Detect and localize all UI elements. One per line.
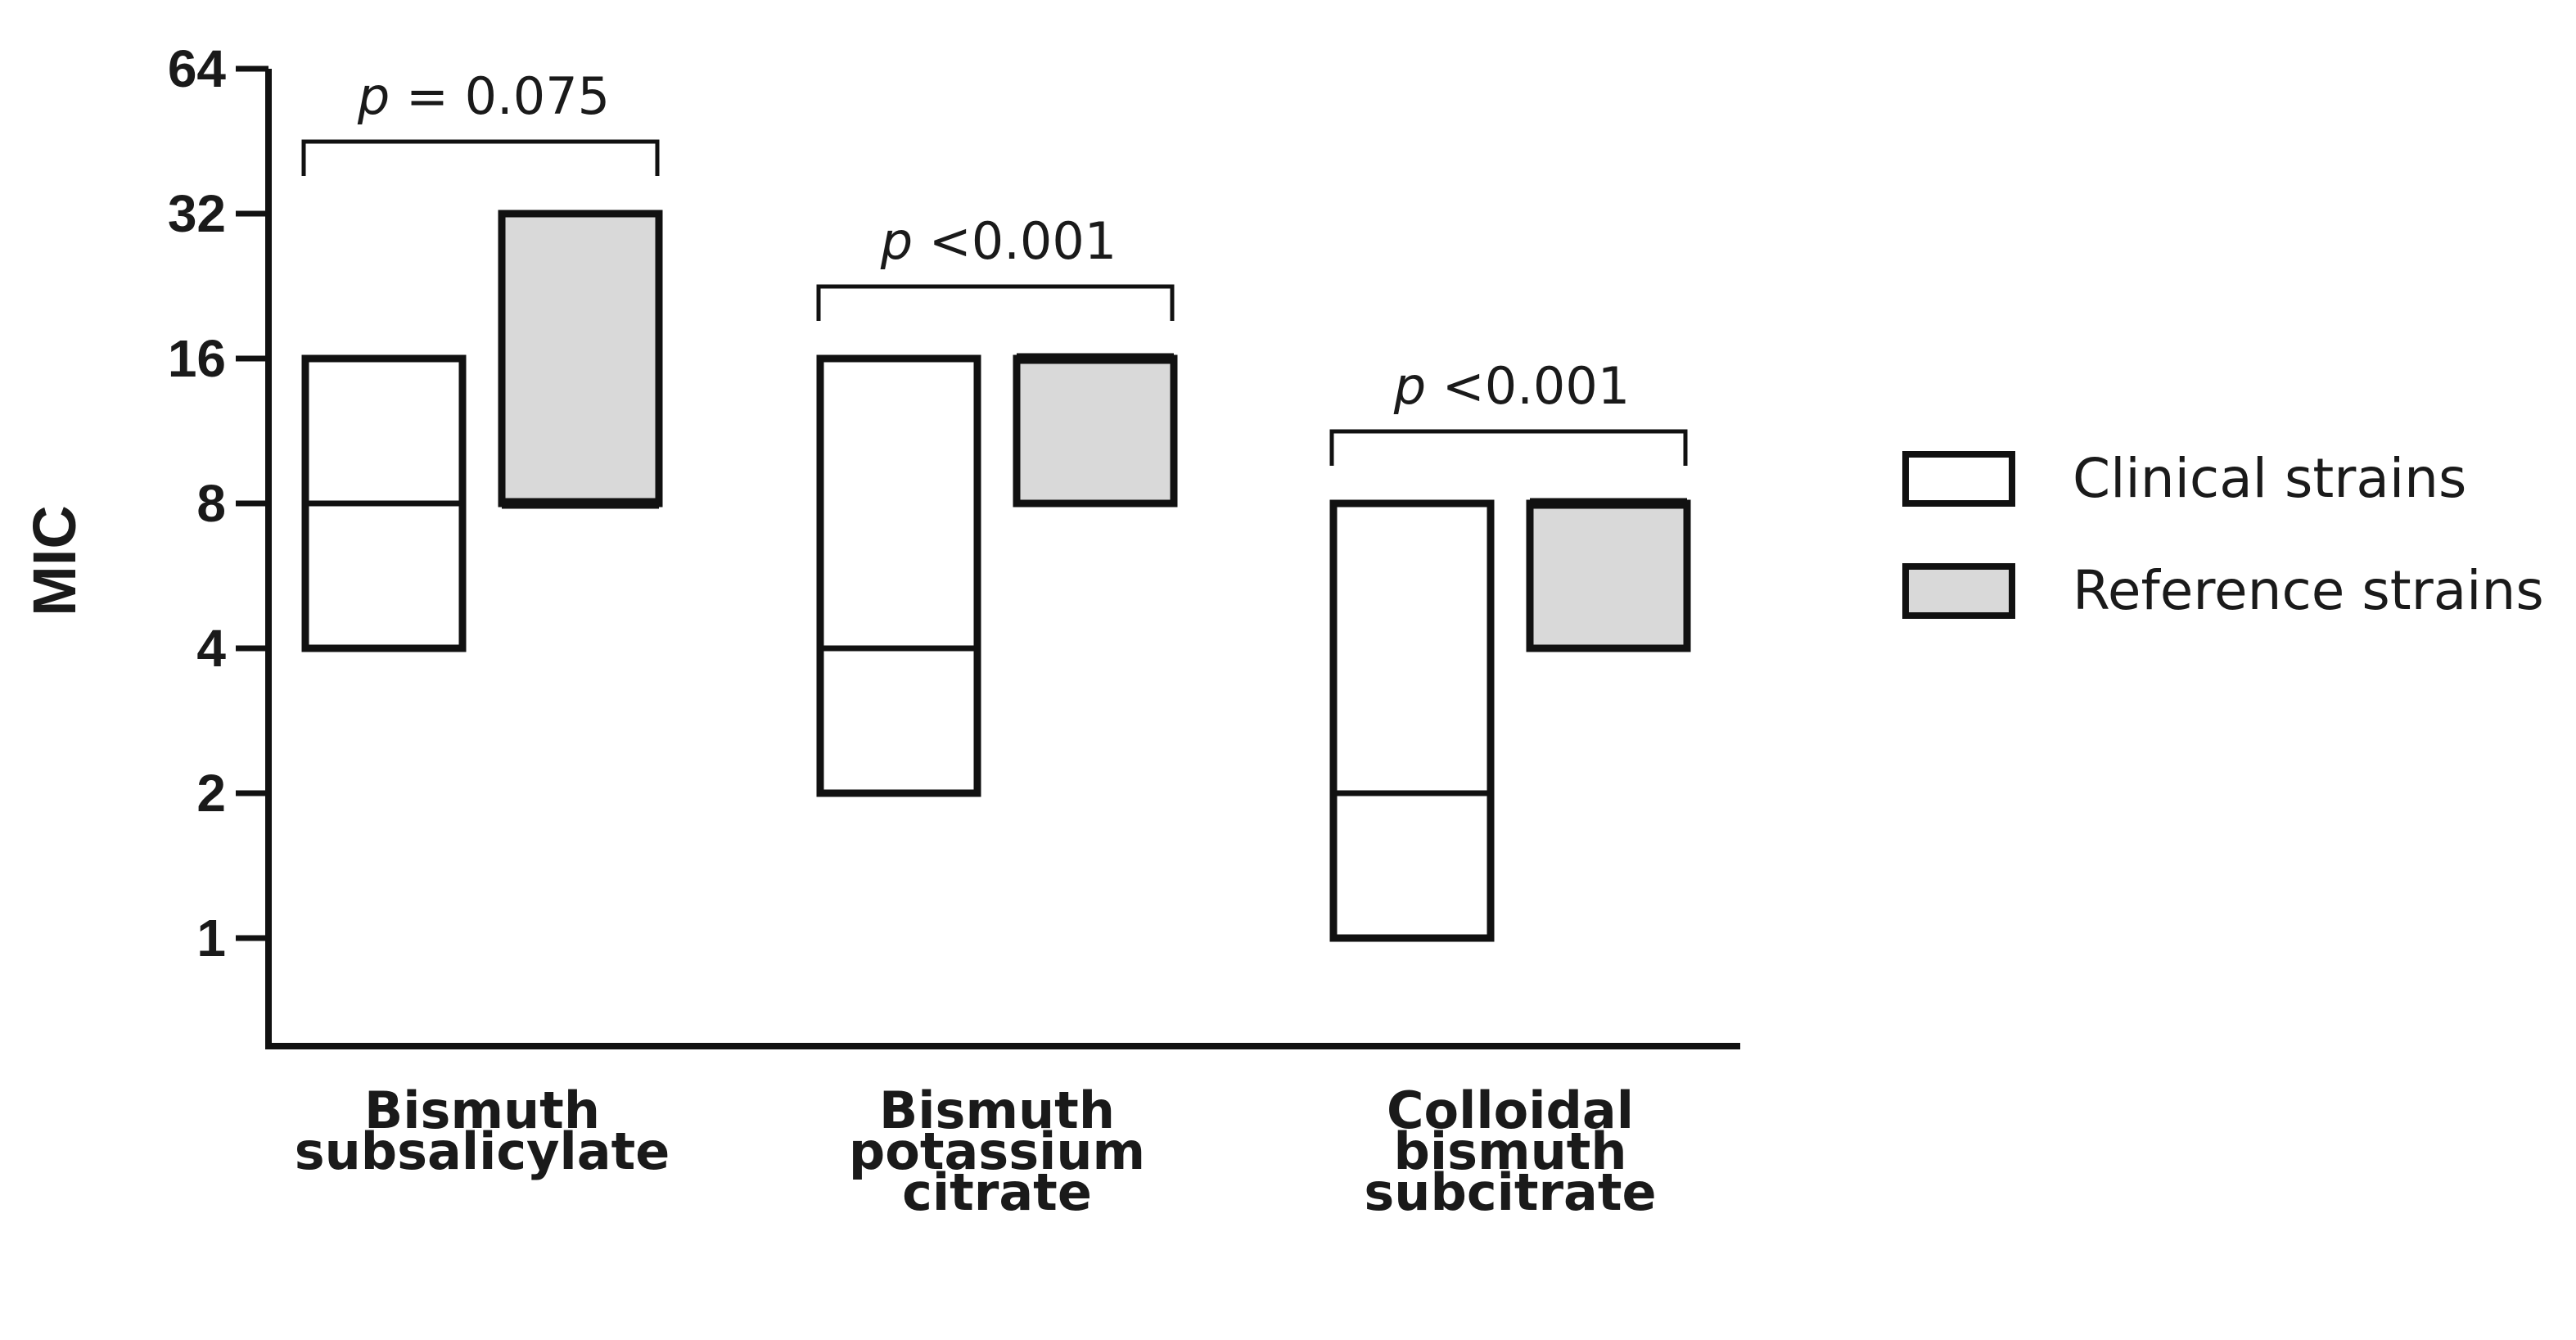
y-tick-label: 2 — [196, 764, 226, 823]
category-label: citrate — [902, 1162, 1092, 1222]
bars — [301, 210, 1691, 942]
category-label: subcitrate — [1364, 1162, 1656, 1222]
p-value-text: <0.001 — [913, 211, 1117, 271]
category-label: bismuth — [1393, 1121, 1626, 1181]
p-symbol: p — [357, 66, 390, 126]
significance-bracket — [301, 139, 660, 176]
y-tick-label: 32 — [168, 184, 226, 243]
clinical-strains-bar — [816, 354, 981, 797]
clinical-strains-bar — [1329, 499, 1495, 942]
category-label: subsalicylate — [295, 1121, 670, 1181]
p-value-label: p = 0.075 — [357, 66, 610, 126]
p-symbol: p — [1393, 356, 1426, 416]
significance-bracket — [816, 284, 1175, 321]
y-axis-title: MIC — [20, 505, 88, 616]
y-tick-label: 16 — [168, 329, 226, 388]
p-value-label: p <0.001 — [1393, 356, 1631, 416]
significance-bracket — [1329, 429, 1688, 466]
y-tick-label: 8 — [196, 474, 226, 533]
category-label: Bismuth — [879, 1081, 1115, 1140]
category-label: potassium — [849, 1121, 1145, 1181]
y-tick-label: 64 — [168, 39, 227, 98]
reference-strains-bar — [1526, 499, 1691, 652]
p-value-text: = 0.075 — [390, 66, 610, 126]
legend-swatch-clinical — [1902, 451, 2015, 507]
reference-strains-bar — [1013, 354, 1178, 508]
reference-strains-bar — [498, 210, 663, 508]
category-label: Bismuth — [364, 1081, 600, 1140]
y-tick-label: 1 — [196, 909, 226, 968]
p-value-label: p <0.001 — [880, 211, 1117, 271]
legend-label-clinical: Clinical strains — [2073, 447, 2466, 510]
p-symbol: p — [880, 211, 913, 271]
axes: 1248163264MICBismuthsubsalicylateBismuth… — [20, 39, 1740, 1222]
p-value-text: <0.001 — [1426, 356, 1630, 416]
legend-label-reference: Reference strains — [2073, 559, 2544, 622]
y-tick-label: 4 — [196, 619, 226, 678]
category-label: Colloidal — [1387, 1081, 1634, 1140]
legend-swatch-reference — [1902, 563, 2015, 619]
